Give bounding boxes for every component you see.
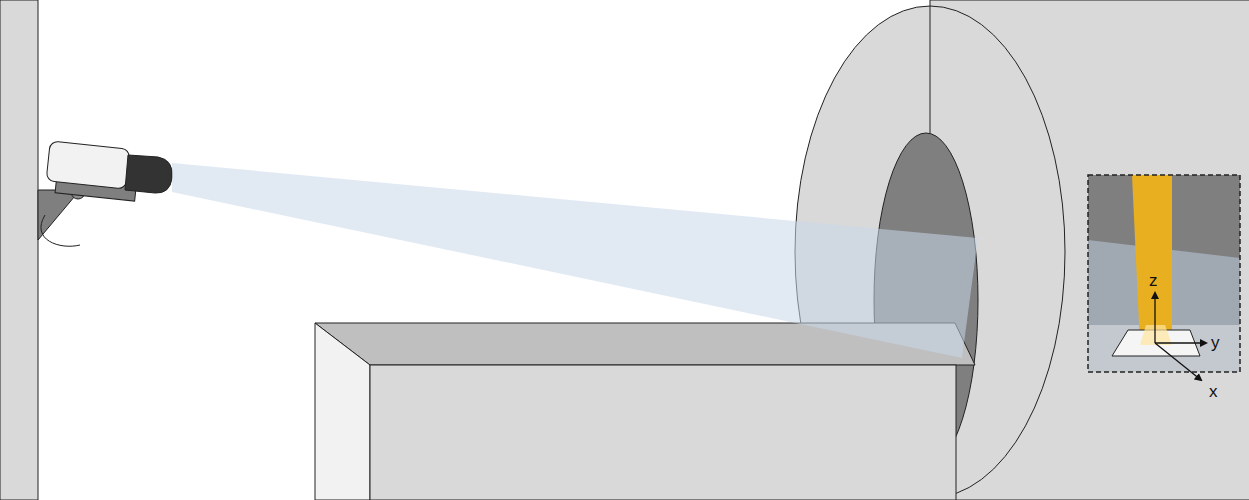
- wall: [0, 0, 38, 500]
- axis-label: x: [1209, 383, 1218, 400]
- projector-lens: [125, 155, 172, 193]
- inset-frame: [1088, 175, 1240, 372]
- projector-body: [46, 141, 130, 189]
- table-front: [370, 365, 956, 500]
- inset: [1088, 175, 1240, 372]
- axis-label: y: [1211, 334, 1220, 351]
- x-axis: [1155, 343, 1201, 380]
- table-end: [315, 323, 370, 500]
- y-axis: [1155, 342, 1206, 343]
- axis-label: z: [1149, 272, 1158, 289]
- z-axis: [1154, 293, 1155, 343]
- light-beam: [172, 163, 978, 358]
